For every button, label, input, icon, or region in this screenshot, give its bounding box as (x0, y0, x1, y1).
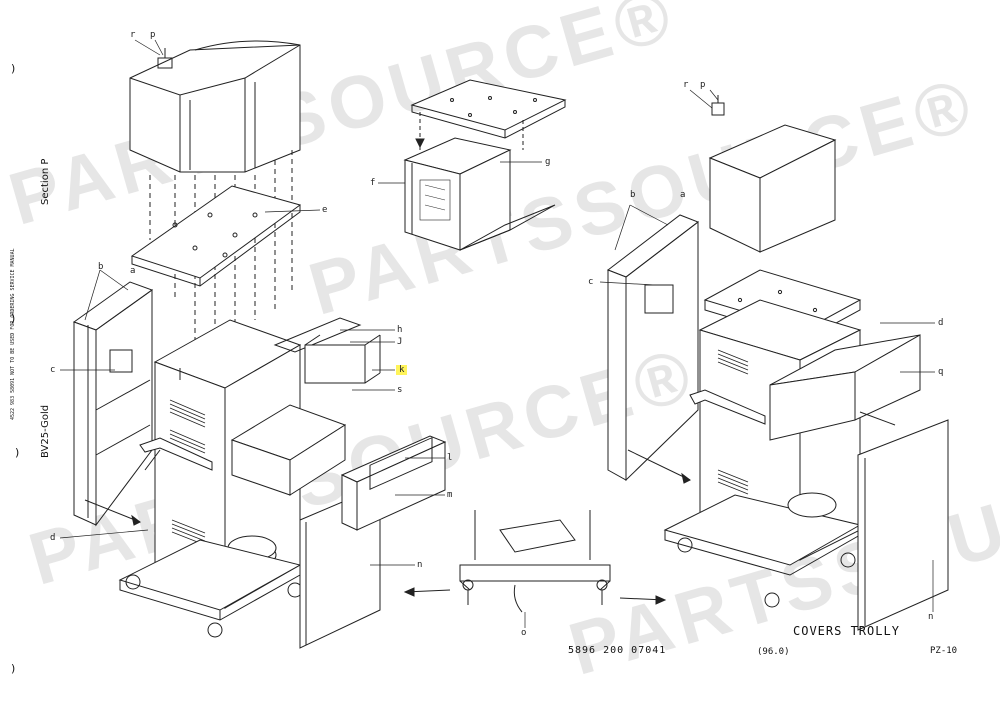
callout-e: e (322, 205, 328, 215)
callout-h: h (397, 325, 403, 335)
callout-n-left: n (417, 560, 423, 570)
left-monitor-cabinet (129, 40, 301, 173)
left-assembly (72, 40, 447, 649)
left-front-display (340, 435, 447, 531)
callout-c-right: c (588, 277, 594, 287)
callout-r-left: r (130, 30, 136, 40)
document-note: 4522 983 58091 NOT TO BE USED FOR ORDERI… (10, 248, 16, 420)
callout-k-highlighted: k (396, 365, 408, 375)
callout-r-right: r (683, 80, 689, 90)
callout-l: l (447, 453, 453, 463)
right-assembly (606, 95, 949, 631)
document-number: 5896 200 07041 (568, 645, 667, 656)
left-side-panel (72, 281, 154, 527)
section-label: Section P (40, 158, 51, 205)
margin-mark-1: ) (10, 62, 17, 75)
callout-o: o (521, 628, 527, 638)
callout-b-left: b (98, 262, 104, 272)
top-center-assembly (403, 79, 567, 251)
callout-p-left: p (150, 30, 156, 40)
drawing-title: COVERS TROLLY (793, 624, 900, 638)
callout-p-right: p (700, 80, 706, 90)
callout-m: m (447, 490, 453, 500)
page-number: PZ-10 (930, 646, 958, 656)
margin-mark-4: ) (10, 662, 17, 675)
left-top-plate (130, 185, 302, 287)
bottom-center-detail (403, 510, 667, 613)
version-label: (96.0) (757, 647, 790, 657)
callout-d-right: d (938, 318, 944, 328)
callout-a-right: a (680, 190, 686, 200)
callout-leader-lines (59, 39, 935, 628)
margin-mark-3: ) (14, 446, 21, 459)
model-label: BV25-Gold (40, 404, 51, 458)
callout-b-right: b (630, 190, 636, 200)
callout-s: s (397, 385, 403, 395)
callout-q: q (938, 367, 944, 377)
callout-n-right: n (928, 612, 934, 622)
callout-c-left: c (50, 365, 56, 375)
callout-g: g (545, 157, 551, 167)
callout-d-left: d (50, 533, 56, 543)
callout-a-left: a (130, 266, 136, 276)
callout-f: f (370, 178, 376, 188)
margin-mark-2: ) (10, 312, 17, 325)
callout-j: J (397, 337, 403, 347)
left-assembly-arrows (84, 449, 161, 526)
